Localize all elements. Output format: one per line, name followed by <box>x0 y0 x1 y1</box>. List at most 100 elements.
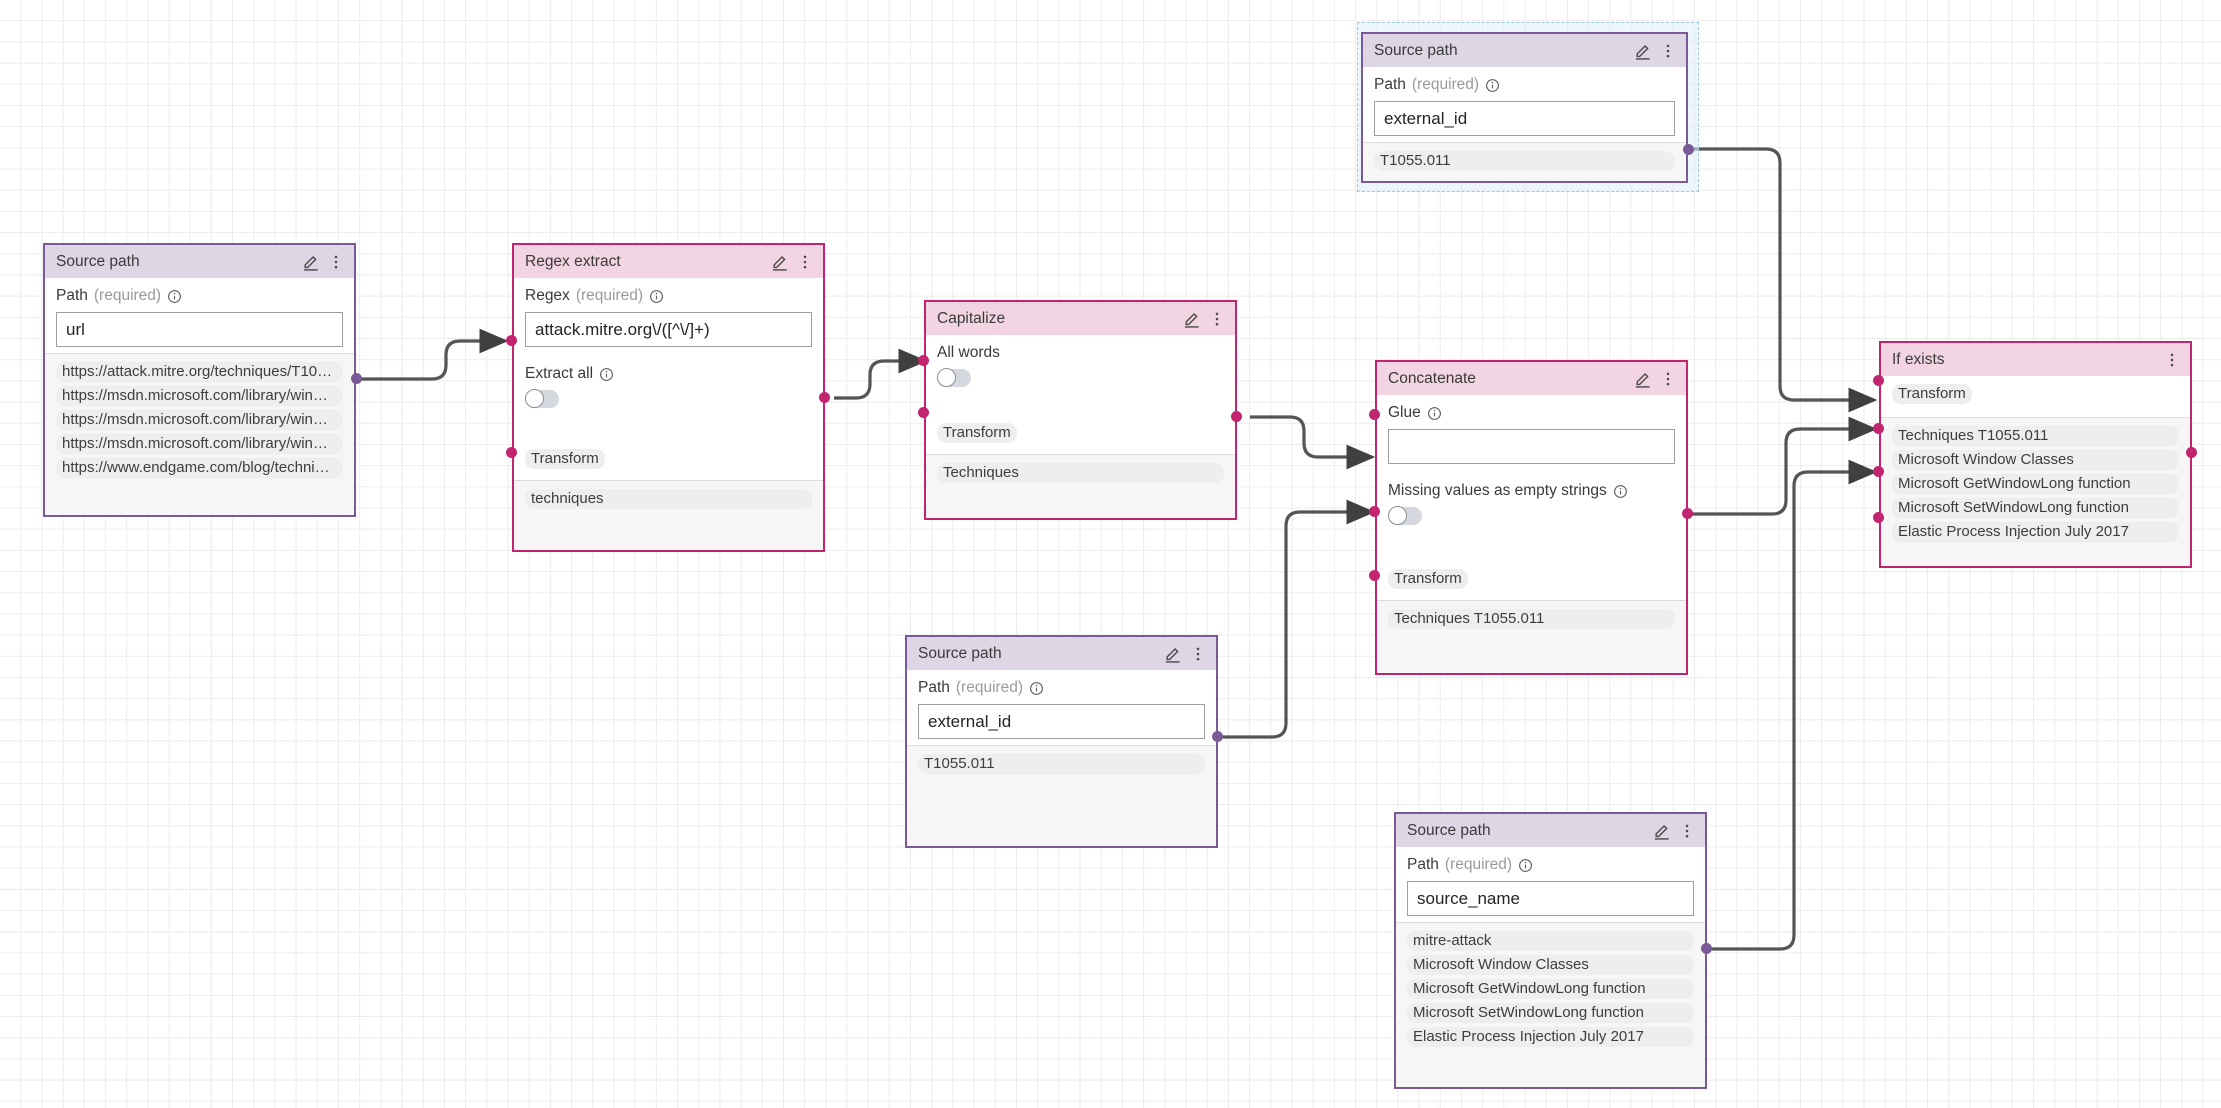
node-regex-extract[interactable]: Regex extract Regex (required) <box>512 243 825 552</box>
transform-chip: Transform <box>1892 384 1972 404</box>
node-header-dup[interactable]: Capitalize <box>926 302 1235 335</box>
output-chip: Microsoft SetWindowLong function <box>1407 1003 1694 1023</box>
node-outputs: T1055.011 <box>1363 142 1686 181</box>
field-label-text: Path <box>56 287 88 305</box>
input-port[interactable] <box>918 355 929 366</box>
edge-regex-to-capitalize <box>834 361 924 398</box>
path-input[interactable]: source_name <box>1407 881 1694 916</box>
info-circle-icon[interactable] <box>167 289 182 304</box>
output-chip: Techniques <box>937 463 1224 483</box>
pencil-edit-icon[interactable] <box>1182 309 1202 329</box>
output-port[interactable] <box>819 392 830 403</box>
node-source-path-external-id-top[interactable]: Source path Path (required) <box>1361 32 1688 183</box>
output-chip: Microsoft Window Classes <box>1892 450 2179 470</box>
info-circle-icon[interactable] <box>1427 406 1442 421</box>
node-concatenate[interactable]: Concatenate Glue <box>1375 360 1688 675</box>
pencil-edit-icon[interactable] <box>770 252 790 272</box>
node-title: Source path <box>1407 822 1646 840</box>
transform-row: Transform <box>1388 561 1675 594</box>
node-outputs: techniques <box>514 480 823 550</box>
node-source-path-url[interactable]: Source path Path (required) <box>43 243 356 517</box>
info-circle-icon[interactable] <box>599 367 614 382</box>
node-header[interactable]: Source path <box>907 637 1216 670</box>
node-title: Concatenate <box>1388 370 1627 388</box>
pencil-edit-icon[interactable] <box>1652 821 1672 841</box>
pencil-edit-icon[interactable] <box>1633 369 1653 389</box>
field-label-path: Path (required) <box>918 679 1205 697</box>
more-vertical-icon[interactable] <box>1659 42 1677 60</box>
missing-values-toggle[interactable] <box>1388 507 1422 525</box>
info-circle-icon[interactable] <box>1029 681 1044 696</box>
node-capitalize-shell[interactable]: Capitalize All words Transform Techni <box>924 300 1237 520</box>
output-chip: https://www.endgame.com/blog/techni… <box>56 458 343 478</box>
input-port-transform[interactable] <box>1369 570 1380 581</box>
more-vertical-icon[interactable] <box>796 253 814 271</box>
node-title: Regex extract <box>525 253 764 271</box>
more-vertical-icon[interactable] <box>1208 310 1226 328</box>
node-source-path-external-id-mid[interactable]: Source path Path (required) <box>905 635 1218 848</box>
node-header[interactable]: Concatenate <box>1377 362 1686 395</box>
node-header[interactable]: Source path <box>45 245 354 278</box>
regex-input[interactable]: attack.mitre.org\/([^\/]+) <box>525 312 812 347</box>
output-port[interactable] <box>351 373 362 384</box>
output-port[interactable] <box>1683 144 1694 155</box>
transform-chip: Transform <box>1388 569 1468 589</box>
output-chip: T1055.011 <box>918 754 1205 774</box>
input-port-value-2[interactable] <box>1873 466 1884 477</box>
node-body: Path (required) external_id <box>1363 67 1686 142</box>
node-outputs: Techniques <box>926 454 1235 519</box>
input-port-value-3[interactable] <box>1873 512 1884 523</box>
more-vertical-icon[interactable] <box>327 253 345 271</box>
input-port-transform[interactable] <box>506 447 517 458</box>
output-port[interactable] <box>2186 447 2197 458</box>
edge-sourcemid-to-concat <box>1216 512 1372 737</box>
output-port[interactable] <box>1231 411 1242 422</box>
output-port[interactable] <box>1701 943 1712 954</box>
more-vertical-icon[interactable] <box>1659 370 1677 388</box>
node-header[interactable]: Source path <box>1396 814 1705 847</box>
output-chip: Elastic Process Injection July 2017 <box>1892 522 2179 542</box>
output-chip: https://attack.mitre.org/techniques/T10… <box>56 362 343 382</box>
output-port[interactable] <box>1682 508 1693 519</box>
input-port-missing[interactable] <box>1369 506 1380 517</box>
glue-input[interactable] <box>1388 429 1675 464</box>
node-if-exists[interactable]: If exists Transform Techniques T1055.011… <box>1879 341 2192 568</box>
input-port-transform[interactable] <box>1873 375 1884 386</box>
pencil-edit-icon[interactable] <box>1633 41 1653 61</box>
node-header[interactable]: If exists <box>1881 343 2190 376</box>
output-chip: Microsoft GetWindowLong function <box>1407 979 1694 999</box>
node-header[interactable]: Regex extract <box>514 245 823 278</box>
info-circle-icon[interactable] <box>649 289 664 304</box>
info-circle-icon[interactable] <box>1518 858 1533 873</box>
all-words-toggle[interactable] <box>937 369 971 387</box>
pencil-edit-icon[interactable] <box>301 252 321 272</box>
input-port-glue[interactable] <box>1369 409 1380 420</box>
field-label-text: Glue <box>1388 404 1421 422</box>
node-outputs: Techniques T1055.011 <box>1377 600 1686 673</box>
more-vertical-icon[interactable] <box>2163 351 2181 369</box>
input-port-value-1[interactable] <box>1873 423 1884 434</box>
info-circle-icon[interactable] <box>1613 484 1628 499</box>
more-vertical-icon[interactable] <box>1678 822 1696 840</box>
edge-concat-to-ifexists <box>1687 429 1874 514</box>
field-label-text: Path <box>1407 856 1439 874</box>
path-input[interactable]: url <box>56 312 343 347</box>
path-input[interactable]: external_id <box>1374 101 1675 136</box>
node-body: Path (required) url <box>45 278 354 353</box>
extract-all-toggle[interactable] <box>525 390 559 408</box>
more-vertical-icon[interactable] <box>1189 645 1207 663</box>
toggle-label-text: Extract all <box>525 365 593 383</box>
node-header[interactable]: Source path <box>1363 34 1686 67</box>
output-chip: https://msdn.microsoft.com/library/win… <box>56 386 343 406</box>
input-port-transform[interactable] <box>918 407 929 418</box>
output-port[interactable] <box>1212 731 1223 742</box>
node-source-path-source-name[interactable]: Source path Path (required) <box>1394 812 1707 1089</box>
transform-chip: Transform <box>525 449 605 469</box>
toggle-label-extract-all: Extract all <box>525 365 812 383</box>
path-input[interactable]: external_id <box>918 704 1205 739</box>
info-circle-icon[interactable] <box>1485 78 1500 93</box>
node-body: Transform <box>1881 376 2190 417</box>
pencil-edit-icon[interactable] <box>1163 644 1183 664</box>
input-port[interactable] <box>506 335 517 346</box>
